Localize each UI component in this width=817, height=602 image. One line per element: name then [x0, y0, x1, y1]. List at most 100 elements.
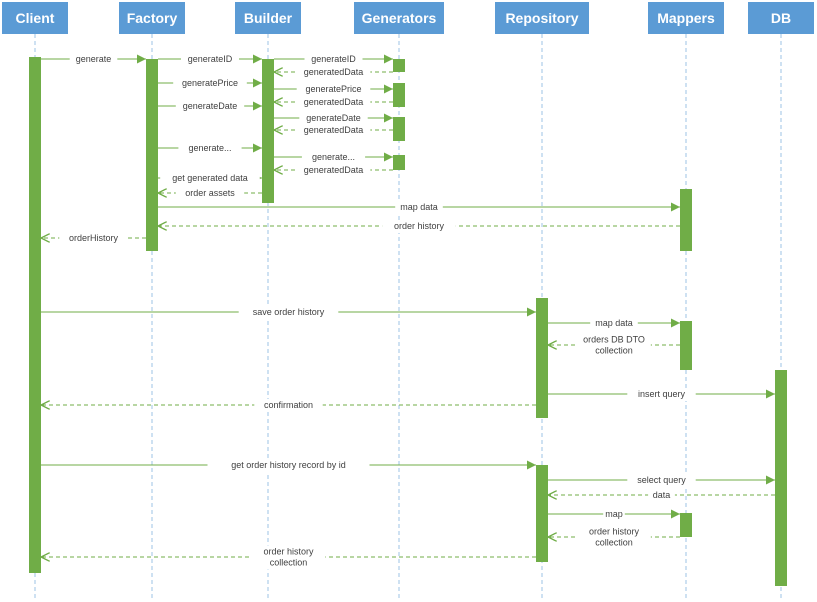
activation-bar-builder: [262, 59, 274, 203]
message-label-bg: [301, 151, 366, 164]
message-label: generatedData: [304, 165, 364, 175]
return-message: generatedData: [274, 124, 393, 137]
message-label-line: orders DB DTO: [583, 335, 645, 345]
call-message: generateDate: [274, 112, 393, 125]
message-label: save order history: [253, 307, 325, 317]
return-message: data: [548, 489, 775, 502]
call-message: generatePrice: [274, 83, 393, 96]
activation-bar-generators: [393, 117, 405, 141]
participant-box: [119, 2, 185, 34]
message-label: map data: [595, 318, 633, 328]
message-label-bg: [577, 525, 651, 550]
call-message: generatePrice: [158, 77, 262, 90]
message-label-bg: [627, 388, 696, 401]
message-label: generateID: [188, 54, 233, 64]
call-message: get order history record by id: [41, 459, 536, 472]
message-label-bg: [160, 172, 260, 185]
message-label-bg: [296, 164, 371, 177]
message-label: generateDate: [183, 101, 238, 111]
message-label-line: order history: [263, 547, 314, 557]
participant-box: [235, 2, 301, 34]
message-label: order history: [394, 221, 445, 231]
message-label-bg: [590, 317, 638, 330]
call-message: map data: [158, 201, 680, 214]
activation-bar-factory: [146, 59, 158, 251]
message-label-line: collection: [270, 558, 308, 568]
activation-bar-mappers: [680, 321, 692, 370]
message-label: generateDate: [306, 113, 361, 123]
message-label-line: collection: [595, 538, 633, 548]
message-label: get generated data: [172, 173, 248, 183]
participant-box: [495, 2, 589, 34]
message-label: generatePrice: [182, 78, 238, 88]
participant-box: [2, 2, 68, 34]
message-label: generatedData: [304, 125, 364, 135]
message-label-bg: [181, 53, 239, 66]
message-label: map: [605, 509, 623, 519]
call-message: generateID: [274, 53, 393, 66]
participant-label: Repository: [505, 10, 578, 26]
activation-bar-repository: [536, 465, 548, 562]
participant-repository: Repository: [495, 2, 589, 34]
activation-bar-generators: [393, 155, 405, 170]
participant-label: Mappers: [657, 10, 715, 26]
return-message: confirmation: [41, 399, 536, 412]
participant-label: Factory: [127, 10, 178, 26]
message-label-bg: [175, 187, 245, 200]
activation-bar-client: [29, 57, 41, 573]
message-label: generate...: [312, 152, 355, 162]
message-label-line: order history: [589, 527, 640, 537]
message-label-bg: [207, 459, 370, 472]
message-label: insert query: [638, 389, 686, 399]
call-message: map data: [548, 317, 680, 330]
message-label-bg: [296, 96, 371, 109]
message-label-bg: [304, 53, 363, 66]
participant-label: DB: [771, 10, 791, 26]
participant-box: [648, 2, 724, 34]
message-label-bg: [299, 112, 368, 125]
return-message: generatedData: [274, 66, 393, 79]
message-label-bg: [577, 333, 651, 358]
message-label: confirmation: [264, 400, 313, 410]
message-label: orderHistory: [69, 233, 119, 243]
participant-box: [354, 2, 444, 34]
participant-label: Generators: [362, 10, 437, 26]
message-label-bg: [59, 232, 128, 245]
participant-builder: Builder: [235, 2, 301, 34]
call-message: generateID: [158, 53, 262, 66]
call-message: generate: [41, 53, 146, 66]
activation-bar-repository: [536, 298, 548, 418]
message-label-bg: [382, 220, 456, 233]
message-label: generate: [76, 54, 112, 64]
participant-label: Client: [16, 10, 55, 26]
message-label-bg: [648, 489, 675, 502]
participant-factory: Factory: [119, 2, 185, 34]
call-message: get generated data: [158, 172, 262, 185]
message-label: generatePrice: [305, 84, 361, 94]
return-message: generatedData: [274, 96, 393, 109]
message-label: select query: [637, 475, 686, 485]
call-message: generate...: [158, 142, 262, 155]
message-label-bg: [395, 201, 443, 214]
message-label-bg: [627, 474, 696, 487]
message-label-bg: [173, 77, 247, 90]
message-label-bg: [238, 306, 339, 319]
return-message: order assets: [158, 187, 262, 200]
activation-bar-generators: [393, 59, 405, 72]
return-message: order history: [158, 220, 680, 233]
call-message: generateDate: [158, 100, 262, 113]
participant-box: [748, 2, 814, 34]
activation-bar-mappers: [680, 513, 692, 537]
message-label: generate...: [188, 143, 231, 153]
participant-db: DB: [748, 2, 814, 34]
message-label-bg: [175, 100, 245, 113]
message-label: get order history record by id: [231, 460, 346, 470]
return-message: generatedData: [274, 164, 393, 177]
activation-bar-db: [775, 370, 787, 586]
